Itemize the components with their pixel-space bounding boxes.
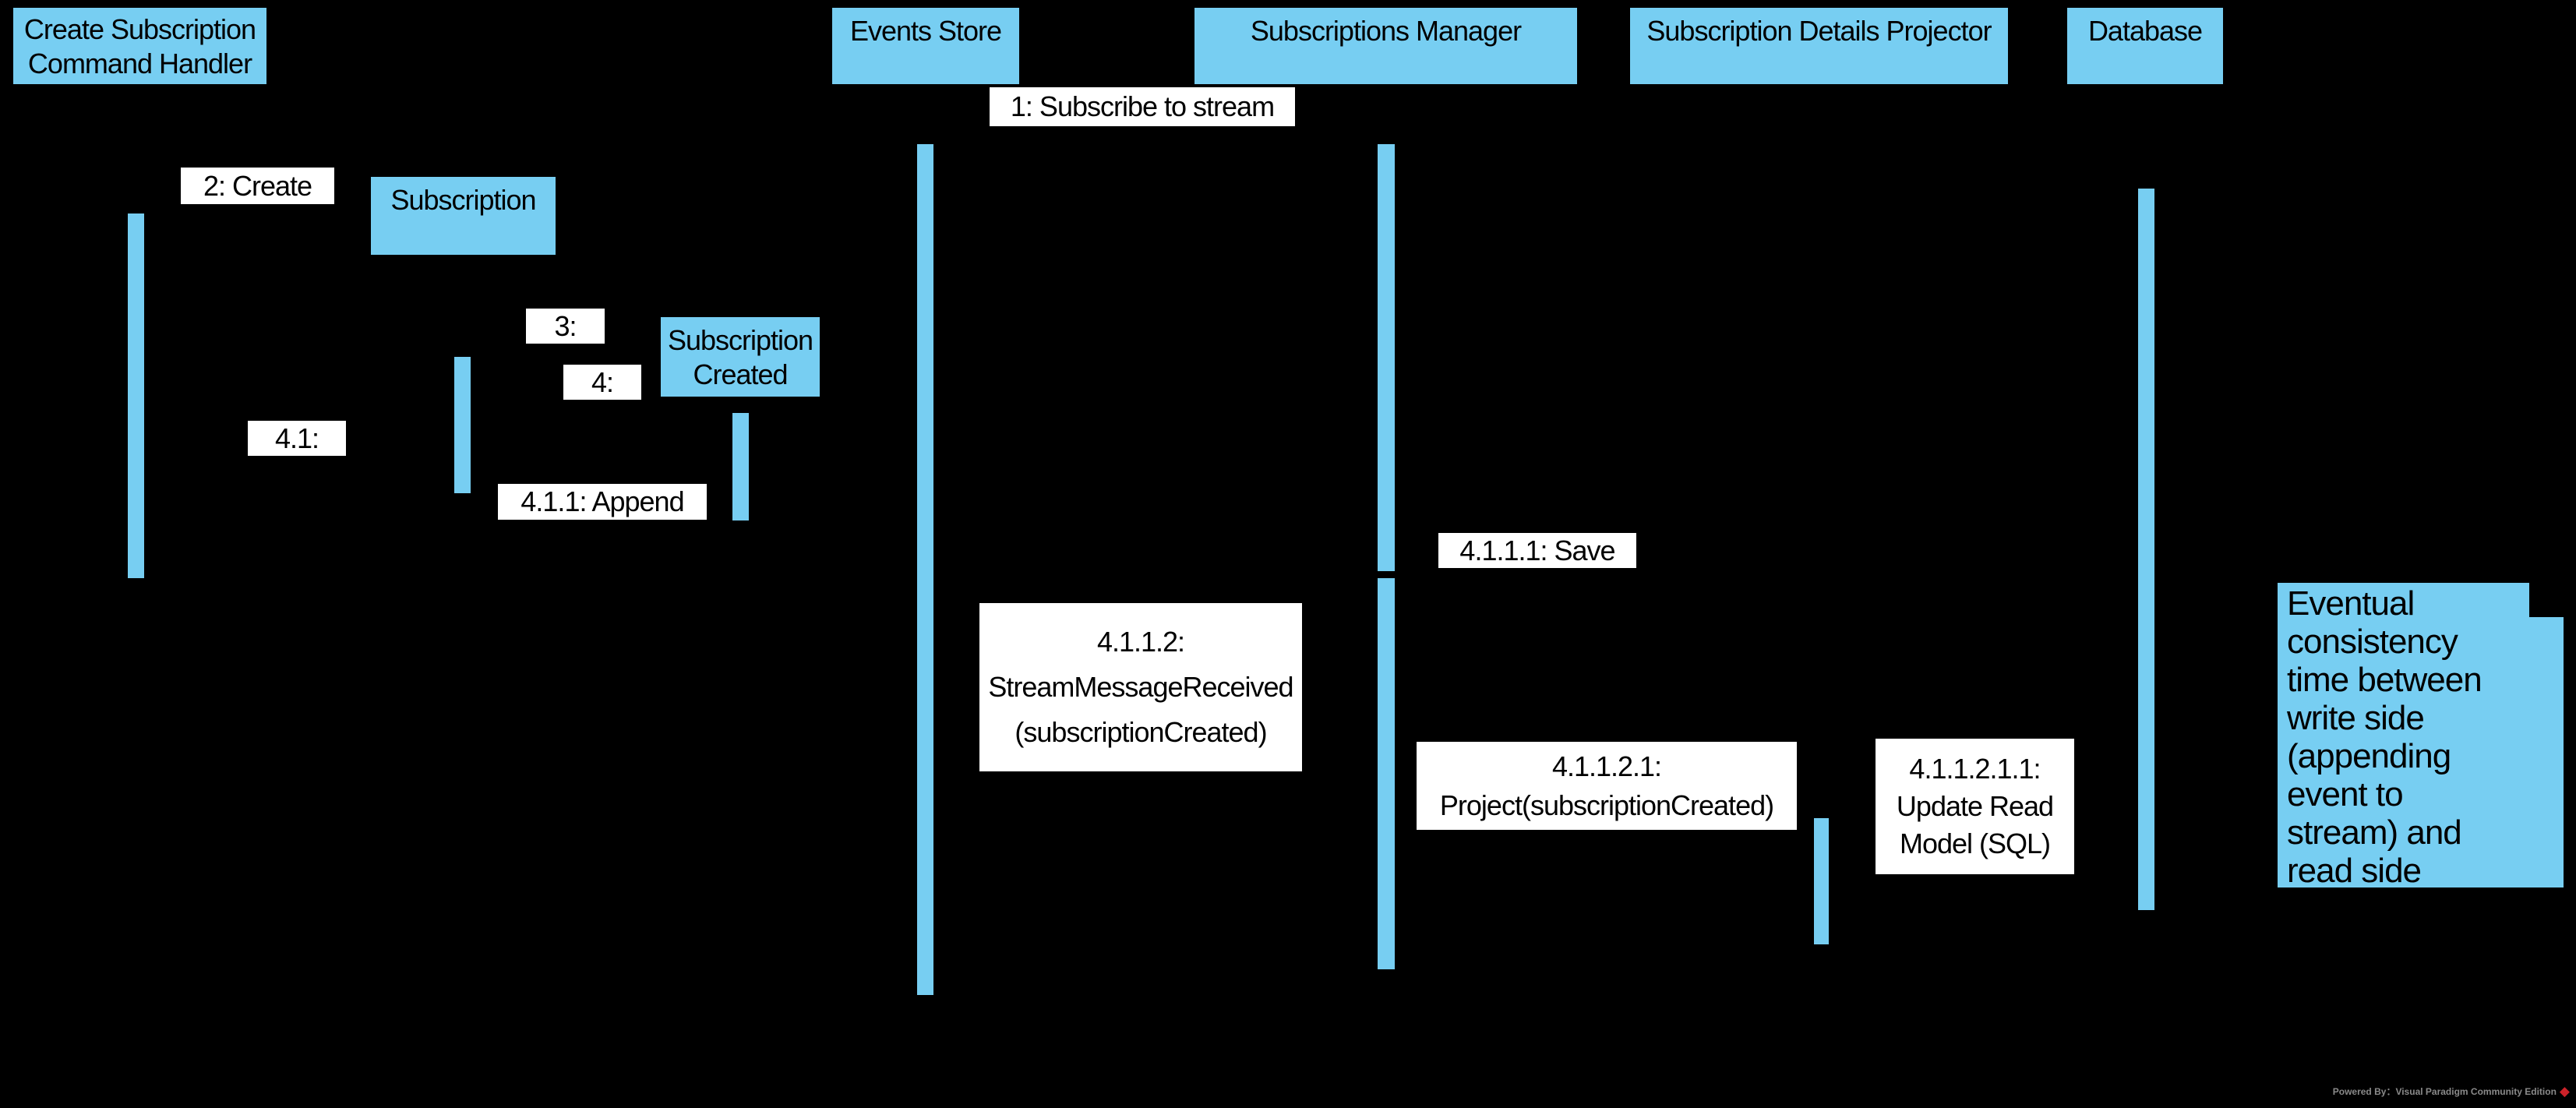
watermark-footer: Powered By：Visual Paradigm Community Edi… <box>2333 1085 2570 1098</box>
message-stream-message-received: 4.1.1.2: StreamMessageReceived (subscrip… <box>979 603 1302 771</box>
participant-create-subscription-command-handler: Create Subscription Command Handler <box>13 8 266 84</box>
message-4-1: 4.1: <box>248 421 346 456</box>
activation-command-handler <box>128 213 144 578</box>
message-update-read-model: 4.1.1.2.1.1: Update Read Model (SQL) <box>1876 739 2074 874</box>
message-4: 4: <box>563 365 641 400</box>
message-save: 4.1.1.1: Save <box>1438 533 1636 568</box>
object-subscription-created: Subscription Created <box>661 317 820 397</box>
message-project-subscription-created: 4.1.1.2.1: Project(subscriptionCreated) <box>1417 742 1797 830</box>
activation-subscription <box>454 357 471 493</box>
object-subscription: Subscription <box>371 177 556 255</box>
activation-subscriptions-manager-1 <box>1378 144 1395 571</box>
activation-events-store <box>917 144 933 995</box>
message-append: 4.1.1: Append <box>498 484 707 520</box>
powered-by-text: Powered By：Visual Paradigm Community Edi… <box>2332 1086 2557 1097</box>
participant-subscriptions-manager: Subscriptions Manager <box>1194 8 1577 84</box>
message-subscribe-to-stream: 1: Subscribe to stream <box>990 87 1295 126</box>
participant-database: Database <box>2067 8 2223 84</box>
visual-paradigm-logo-icon: ◆ <box>2559 1084 2570 1099</box>
note-eventual-consistency: Eventual consistency time between write … <box>2278 583 2564 887</box>
activation-subscription-details-projector <box>1814 818 1829 944</box>
activation-subscription-created <box>732 413 749 520</box>
participant-subscription-details-projector: Subscription Details Projector <box>1630 8 2008 84</box>
message-3: 3: <box>526 309 605 344</box>
participant-events-store: Events Store <box>832 8 1019 84</box>
activation-subscriptions-manager-2 <box>1378 578 1395 969</box>
activation-database <box>2138 189 2154 910</box>
message-create: 2: Create <box>181 168 334 204</box>
